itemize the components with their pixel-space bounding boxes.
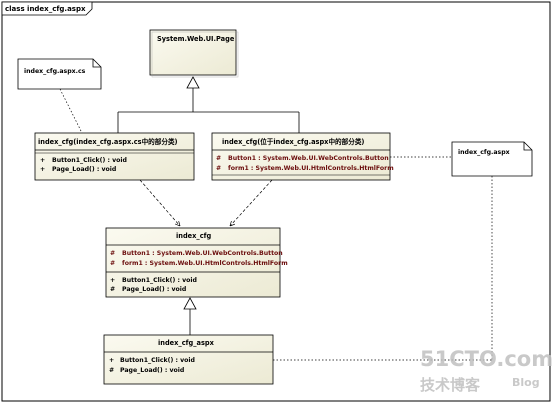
- class-index-cfg-aspx: index_cfg_aspx + Button1_Click() : void …: [103, 334, 274, 385]
- watermark-sub: 技术博客: [420, 376, 481, 394]
- field-button1: Button1 : System.Web.UI.WebControls.Butt…: [122, 250, 283, 257]
- note-aspx-label: index_cfg.aspx: [458, 149, 510, 156]
- note-cs-label: index_cfg.aspx.cs: [24, 68, 86, 75]
- class-page-title: System.Web.UI.Page: [157, 35, 235, 43]
- member-vis: #: [110, 260, 115, 267]
- watermark-brand: 51CTO.com: [420, 347, 553, 371]
- member-vis: #: [110, 250, 115, 257]
- class-index-cfg: index_cfg # Button1 : System.Web.UI.WebC…: [105, 227, 288, 298]
- note-anchors: [59, 88, 493, 361]
- field-form1: form1 : System.Web.UI.HtmlControls.HtmlF…: [122, 260, 288, 267]
- member-vis: +: [40, 166, 45, 173]
- method-button1-click: Button1_Click() : void: [120, 357, 195, 364]
- method-button1-click: Button1_Click() : void: [122, 277, 197, 284]
- class-merged-title: index_cfg: [176, 232, 211, 240]
- generalization-aspx-to-index-cfg: [183, 297, 197, 335]
- field-button1: Button1 : System.Web.UI.WebControls.Butt…: [228, 155, 389, 162]
- member-vis: +: [40, 157, 45, 164]
- member-vis: #: [110, 286, 115, 293]
- note-aspx-file: index_cfg.aspx: [451, 141, 533, 177]
- member-vis: #: [216, 165, 221, 172]
- member-vis: #: [109, 367, 114, 374]
- field-form1: form1 : System.Web.UI.HtmlControls.HtmlF…: [228, 165, 394, 172]
- note-cs-file: index_cfg.aspx.cs: [17, 58, 102, 90]
- watermark: 51CTO.com 技术博客 Blog: [420, 347, 553, 394]
- generalization-partials-to-page: [117, 76, 300, 133]
- class-aspx-title: index_cfg_aspx: [158, 339, 215, 347]
- method-page-load: Page_Load() : void: [120, 367, 184, 374]
- class-cs-part-title: index_cfg(index_cfg.aspx.cs中的部分类): [38, 137, 178, 146]
- class-system-web-ui-page: System.Web.UI.Page: [149, 29, 239, 78]
- frame-label: class index_cfg.aspx: [5, 5, 86, 13]
- method-button1-click: Button1_Click() : void: [52, 157, 127, 164]
- class-index-cfg-cs-partial: index_cfg(index_cfg.aspx.cs中的部分类) + Butt…: [34, 132, 195, 181]
- class-index-cfg-designer-partial: index_cfg(位于index_cfg.aspx中的部分类) # Butto…: [211, 132, 394, 181]
- dependency-partials-to-index-cfg: [139, 179, 273, 226]
- method-page-load: Page_Load() : void: [52, 166, 116, 173]
- member-vis: +: [109, 357, 114, 364]
- class-designer-part-title: index_cfg(位于index_cfg.aspx中的部分类): [222, 137, 364, 146]
- watermark-blog: Blog: [512, 376, 540, 389]
- member-vis: #: [216, 155, 221, 162]
- member-vis: +: [110, 277, 115, 284]
- method-page-load: Page_Load() : void: [122, 286, 186, 293]
